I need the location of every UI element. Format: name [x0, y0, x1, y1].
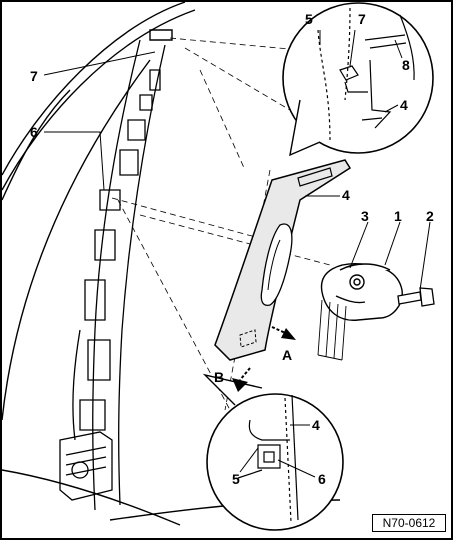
seat-belt-webbing [317, 299, 347, 361]
arrow-a [271, 326, 296, 340]
callout-6-detail-bottom: 6 [318, 471, 326, 487]
callout-8: 8 [402, 57, 410, 73]
callout-1: 1 [394, 208, 402, 224]
callout-3: 3 [361, 208, 369, 224]
callout-7-detail-top: 7 [358, 11, 366, 27]
callout-4-detail-bottom: 4 [312, 417, 320, 433]
callout-6-main: 6 [30, 124, 38, 140]
seat-belt-retractor [59, 431, 113, 501]
detail-circle-bottom [202, 373, 344, 531]
b-pillar-structure [72, 39, 166, 511]
callout-4-detail-top: 4 [400, 97, 408, 113]
belt-height-adjuster [320, 263, 403, 321]
callout-4-main: 4 [342, 187, 350, 203]
leader-lines [43, 29, 431, 478]
arrow-b-label: B [214, 369, 224, 385]
vehicle-body-outline [1, 1, 341, 526]
figure-reference-number: N70-0612 [372, 514, 446, 532]
callout-2: 2 [426, 208, 434, 224]
callout-5-detail-top: 5 [305, 11, 313, 27]
b-pillar-trim-panel [214, 159, 352, 361]
callout-5-detail-bottom: 5 [232, 471, 240, 487]
bolt [397, 287, 435, 307]
callout-7-main: 7 [30, 68, 38, 84]
arrow-a-label: A [282, 347, 292, 363]
arrow-b [232, 367, 251, 392]
